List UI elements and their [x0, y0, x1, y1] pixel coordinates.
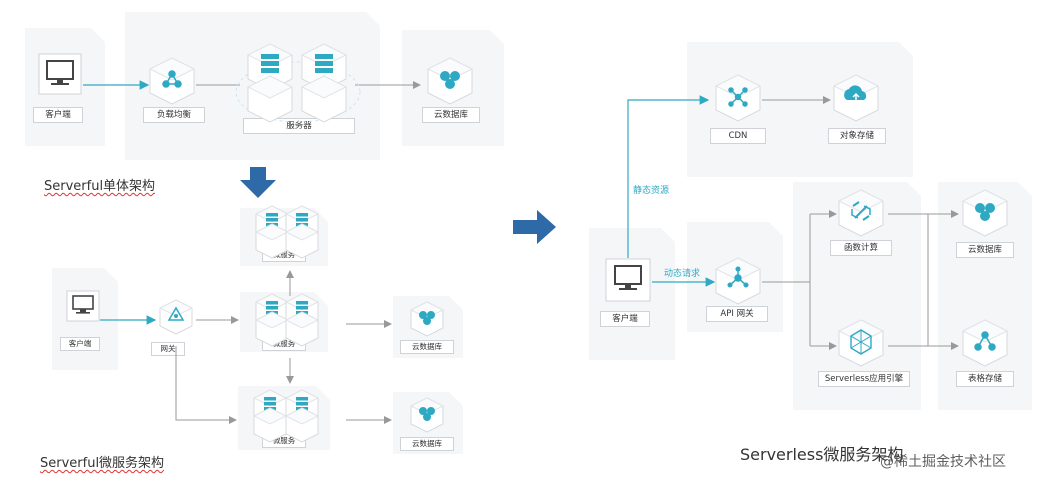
micro-client-label: 客户端 — [60, 337, 100, 351]
server-stack-icon — [247, 75, 293, 123]
micro-db-mid-label: 云数据库 — [400, 340, 454, 354]
server-icon — [301, 43, 347, 91]
micro-caption: Serverful微服务架构 — [40, 456, 165, 471]
api-gateway-icon — [715, 257, 761, 305]
servers-cluster-ring — [235, 61, 361, 123]
cloud-database-icon — [410, 301, 444, 337]
monolith-client-label: 客户端 — [33, 107, 83, 123]
sl-client-monitor — [605, 258, 651, 302]
monolith-lb-label: 负载均衡 — [143, 107, 205, 123]
sl-edge-api-compute — [762, 214, 811, 346]
server-stack-icon — [301, 75, 347, 123]
sl-static-label: 静态资源 — [633, 186, 670, 196]
monitor-icon — [66, 290, 100, 322]
microservice-mid-icon — [255, 293, 319, 347]
sl-client-label: 客户端 — [600, 311, 650, 327]
function-compute-icon — [838, 189, 884, 237]
microservice-top-icon — [255, 205, 319, 259]
sl-table-label: 表格存储 — [956, 371, 1014, 387]
cdn-icon — [715, 74, 761, 122]
share-icon — [149, 57, 195, 105]
watermark: @稀土掘金技术社区 — [880, 454, 1006, 470]
cloud-database-icon — [427, 57, 473, 105]
sl-clouddb-label: 云数据库 — [956, 242, 1014, 258]
down-arrow-icon — [240, 167, 276, 198]
serverless-caption: Serverless微服务架构 — [740, 445, 904, 464]
sl-dynamic-label: 动态请求 — [664, 269, 701, 279]
monitor-icon — [605, 258, 651, 302]
sl-cdn-label: CDN — [710, 128, 766, 144]
sl-edge-compute-storage — [888, 213, 929, 347]
sl-object-storage-label: 对象存储 — [828, 128, 886, 144]
app-engine-icon — [838, 319, 884, 367]
cloud-database-icon — [962, 189, 1008, 237]
sl-function-label: 函数计算 — [830, 240, 892, 256]
micro-db-bottom-label: 云数据库 — [400, 437, 454, 451]
right-arrow-icon — [513, 210, 556, 244]
microservice-bottom-icon — [253, 389, 319, 443]
sl-engine-label: Serverless应用引擎 — [818, 371, 910, 387]
object-storage-icon — [833, 74, 879, 122]
monolith-client-monitor — [38, 53, 82, 95]
table-storage-icon — [962, 319, 1008, 367]
sl-edge-client-cdn — [627, 95, 710, 258]
server-icon — [247, 43, 293, 91]
micro-client-monitor — [66, 290, 100, 322]
monolith-caption: Serverful单体架构 — [44, 179, 156, 194]
monitor-icon — [38, 53, 82, 95]
sl-api-label: API 网关 — [706, 306, 768, 322]
gateway-icon — [159, 299, 193, 335]
monolith-db-label: 云数据库 — [422, 107, 480, 123]
cloud-database-icon — [410, 397, 444, 433]
ms-edge-gw-bottom — [175, 346, 237, 424]
